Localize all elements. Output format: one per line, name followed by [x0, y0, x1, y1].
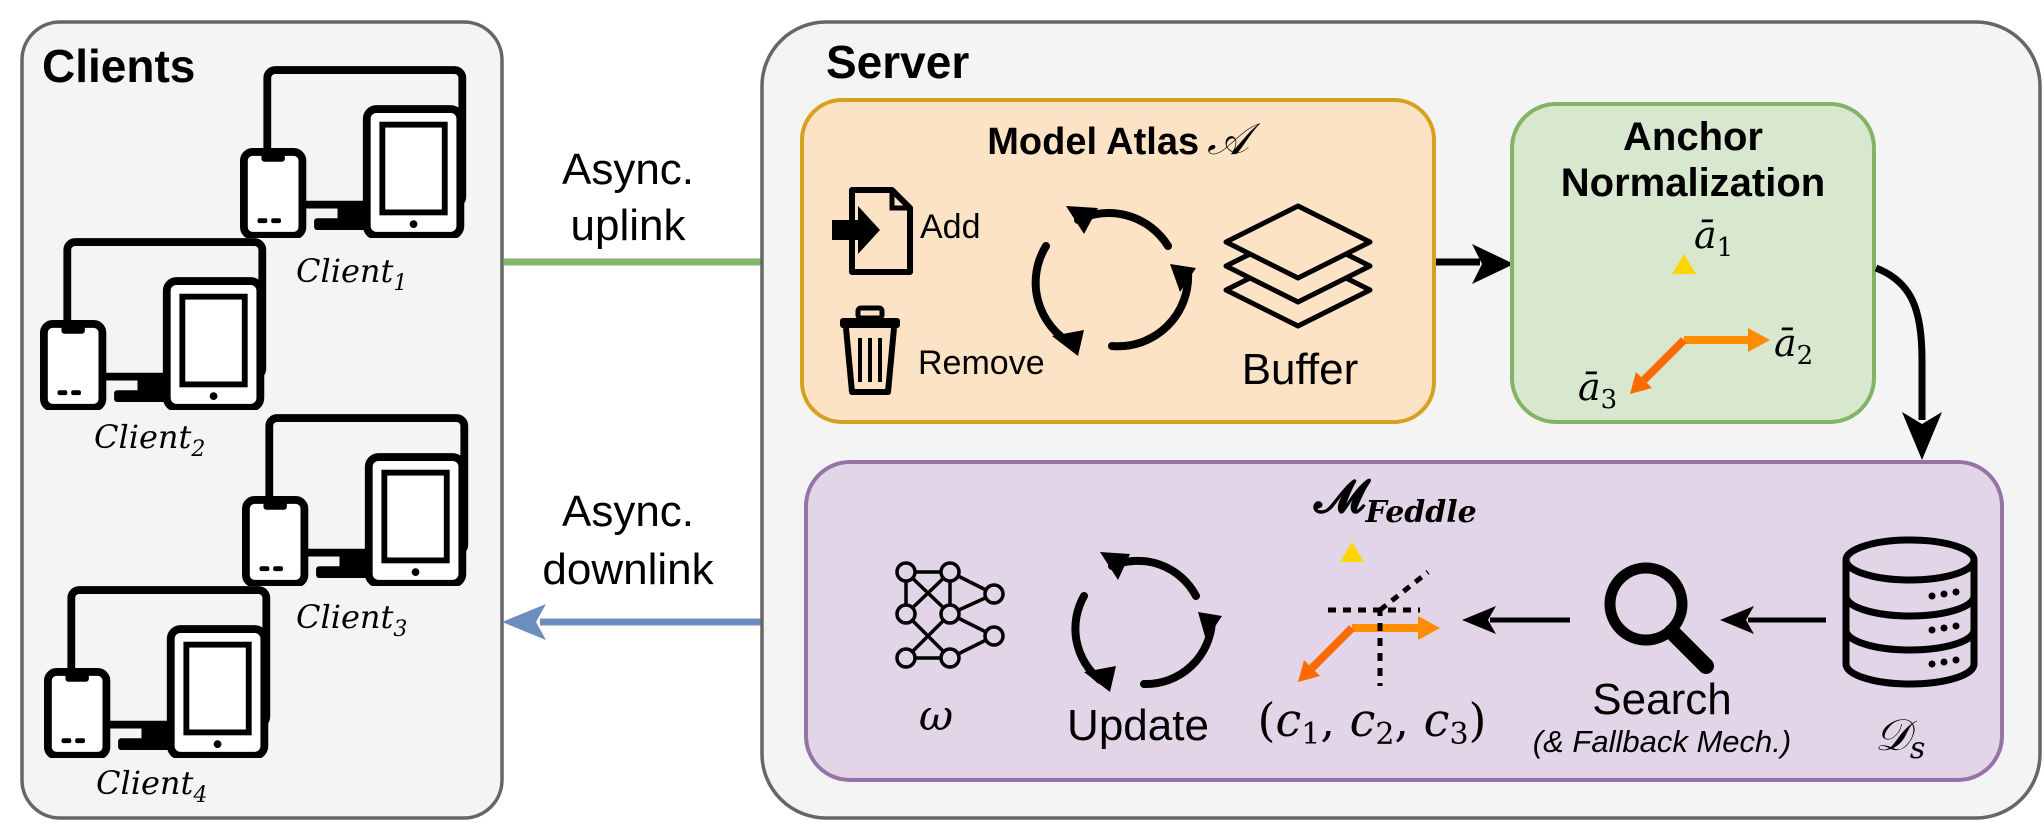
neural-network-icon	[895, 561, 1005, 669]
atlas-to-anchor-arrow	[1436, 244, 1514, 284]
feddle-box: 𝓜Feddle	[804, 460, 2004, 782]
anchor-axis-a1: ā1	[1694, 213, 1733, 263]
uplink-label-line1: Async.	[562, 145, 694, 194]
client-4-label: Client4	[96, 764, 207, 808]
add-file-icon	[832, 187, 913, 275]
anchor-axes-icon	[1630, 254, 1770, 394]
search-label: Search	[1592, 675, 1731, 724]
uplink-label-line2: uplink	[571, 201, 687, 250]
clients-title: Clients	[42, 40, 195, 92]
update-cycle-icon	[1071, 552, 1222, 692]
anchor-to-feddle-arrow	[1874, 264, 1942, 460]
downlink-label-line2: downlink	[542, 545, 714, 594]
database-icon	[1842, 536, 1978, 688]
fallback-label: (& Fallback Mech.)	[1533, 724, 1791, 759]
buffer-label: Buffer	[1242, 345, 1359, 394]
cycle-icon	[1031, 206, 1196, 356]
coordinate-axes-icon	[1298, 542, 1440, 686]
trash-icon	[840, 305, 900, 395]
coords-label: (c1, c2, c3)	[1258, 693, 1487, 752]
layers-icon	[1223, 203, 1373, 329]
database-to-search-arrow	[1720, 606, 1826, 634]
anchor-normalization-box: Anchor Normalization ā1 ā2 ā3	[1510, 102, 1876, 424]
remove-label: Remove	[918, 344, 1045, 382]
search-to-coords-arrow	[1462, 606, 1570, 634]
add-label: Add	[920, 208, 981, 246]
anchor-title-line1: Anchor	[1623, 115, 1763, 159]
downlink-label-line1: Async.	[562, 487, 694, 536]
dataset-label: 𝒟s	[1875, 710, 1926, 766]
server-title: Server	[826, 36, 969, 88]
anchor-axis-a3: ā3	[1578, 365, 1617, 415]
clients-panel: Clients Client1 Client2 Client3 Client4	[20, 20, 504, 820]
anchor-axis-a2: ā2	[1774, 321, 1813, 371]
anchor-title-line2: Normalization	[1561, 161, 1825, 205]
omega-label: ω	[919, 691, 953, 740]
client-2-label: Client2	[94, 418, 205, 462]
client-1-label: Client1	[296, 252, 407, 296]
feddle-title: 𝓜Feddle	[1313, 469, 1477, 530]
search-icon	[1604, 562, 1714, 674]
client-3-label: Client3	[296, 598, 407, 642]
update-label: Update	[1067, 701, 1209, 750]
